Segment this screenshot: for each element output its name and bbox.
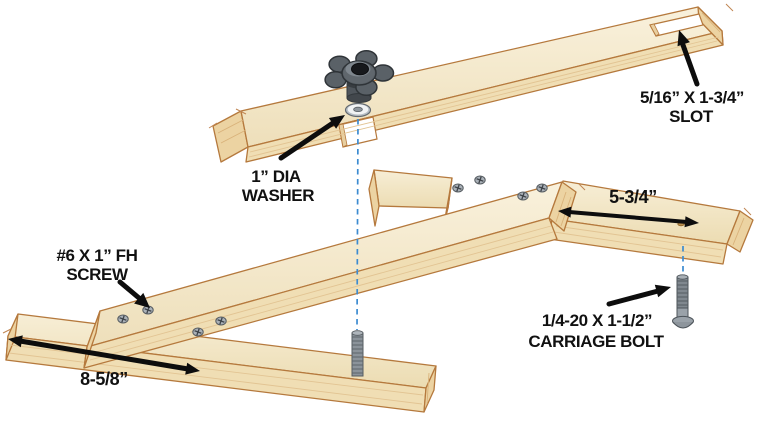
pivot-board-front-face <box>83 217 558 369</box>
stud-threads <box>352 336 363 374</box>
pivot-board <box>83 175 577 369</box>
arrow-screw <box>117 279 142 301</box>
arrow-base-length-right-head <box>185 362 200 375</box>
washer-hole <box>353 106 363 113</box>
cross-arm-left-stub-surface <box>373 169 453 209</box>
arrow-arm-length-right-head <box>684 216 699 228</box>
screw-head <box>192 327 204 337</box>
stud-top <box>351 330 364 336</box>
label-carriage-bolt-line2: CARRIAGE BOLT <box>528 332 664 351</box>
label-arm-length: 5-3/4” <box>609 187 657 207</box>
top-bar-grain <box>217 12 721 158</box>
label-washer-line2: WASHER <box>242 186 314 205</box>
carriage-bolt-thread-lines <box>677 280 688 306</box>
star-knob <box>324 49 395 103</box>
knob-center-hole <box>351 62 369 76</box>
screw-head <box>215 316 227 326</box>
screw-heads <box>117 175 548 337</box>
annotations <box>8 30 700 375</box>
label-screw-line1: #6 X 1” FH <box>56 246 137 265</box>
cross-arm-board <box>368 169 754 265</box>
cross-arm-right-end <box>726 210 754 253</box>
screw-head <box>536 183 548 193</box>
center-stud-threaded-shaft <box>351 330 364 377</box>
arrow-arm-length <box>567 210 689 224</box>
cross-arm-grain <box>553 217 745 258</box>
label-slot-line2: SLOT <box>669 107 714 126</box>
label-carriage-bolt-line1: 1/4-20 X 1-1/2” <box>542 311 652 330</box>
arrow-base-length <box>17 338 191 372</box>
washer <box>344 102 372 118</box>
top-slotted-bar <box>212 6 724 163</box>
pivot-board-right-end <box>548 181 577 232</box>
label-slot-line1: 5/16” X 1-3/4” <box>640 88 744 107</box>
arrow-slot <box>680 42 700 87</box>
pivot-board-surface <box>86 181 563 348</box>
screw-head <box>474 175 486 185</box>
center-alignment-dashed-line <box>356 118 359 331</box>
label-screw-line2: SCREW <box>66 265 129 284</box>
base-rail-left-end <box>5 313 19 361</box>
screw-head <box>452 183 464 193</box>
arrow-base-length-left-head <box>8 335 23 348</box>
arrow-carriage-bolt-head <box>654 284 671 298</box>
carriage-bolt <box>672 274 694 329</box>
carriage-bolt-tip <box>676 274 689 280</box>
stud-body <box>351 332 364 377</box>
top-bar-surface <box>240 6 723 148</box>
carriage-bolt-head-dome <box>672 321 694 329</box>
end-slot-inner-wall <box>649 23 660 37</box>
screw-head <box>117 314 129 324</box>
arrow-screw-head <box>134 292 150 308</box>
arrow-washer-head <box>328 115 345 129</box>
pivot-board-grain <box>89 191 572 361</box>
arrow-slot-head <box>677 30 690 47</box>
screw-head <box>517 191 529 201</box>
label-washer-line1: 1” DIA <box>251 167 301 186</box>
sketch-ticks <box>2 3 752 334</box>
arrow-carriage-bolt <box>606 288 661 307</box>
cross-arm-left-stub-end <box>368 169 380 227</box>
label-base-length: 8-5/8” <box>80 369 128 389</box>
arrow-arm-length-left-head <box>558 206 572 218</box>
arrow-washer <box>278 120 336 161</box>
